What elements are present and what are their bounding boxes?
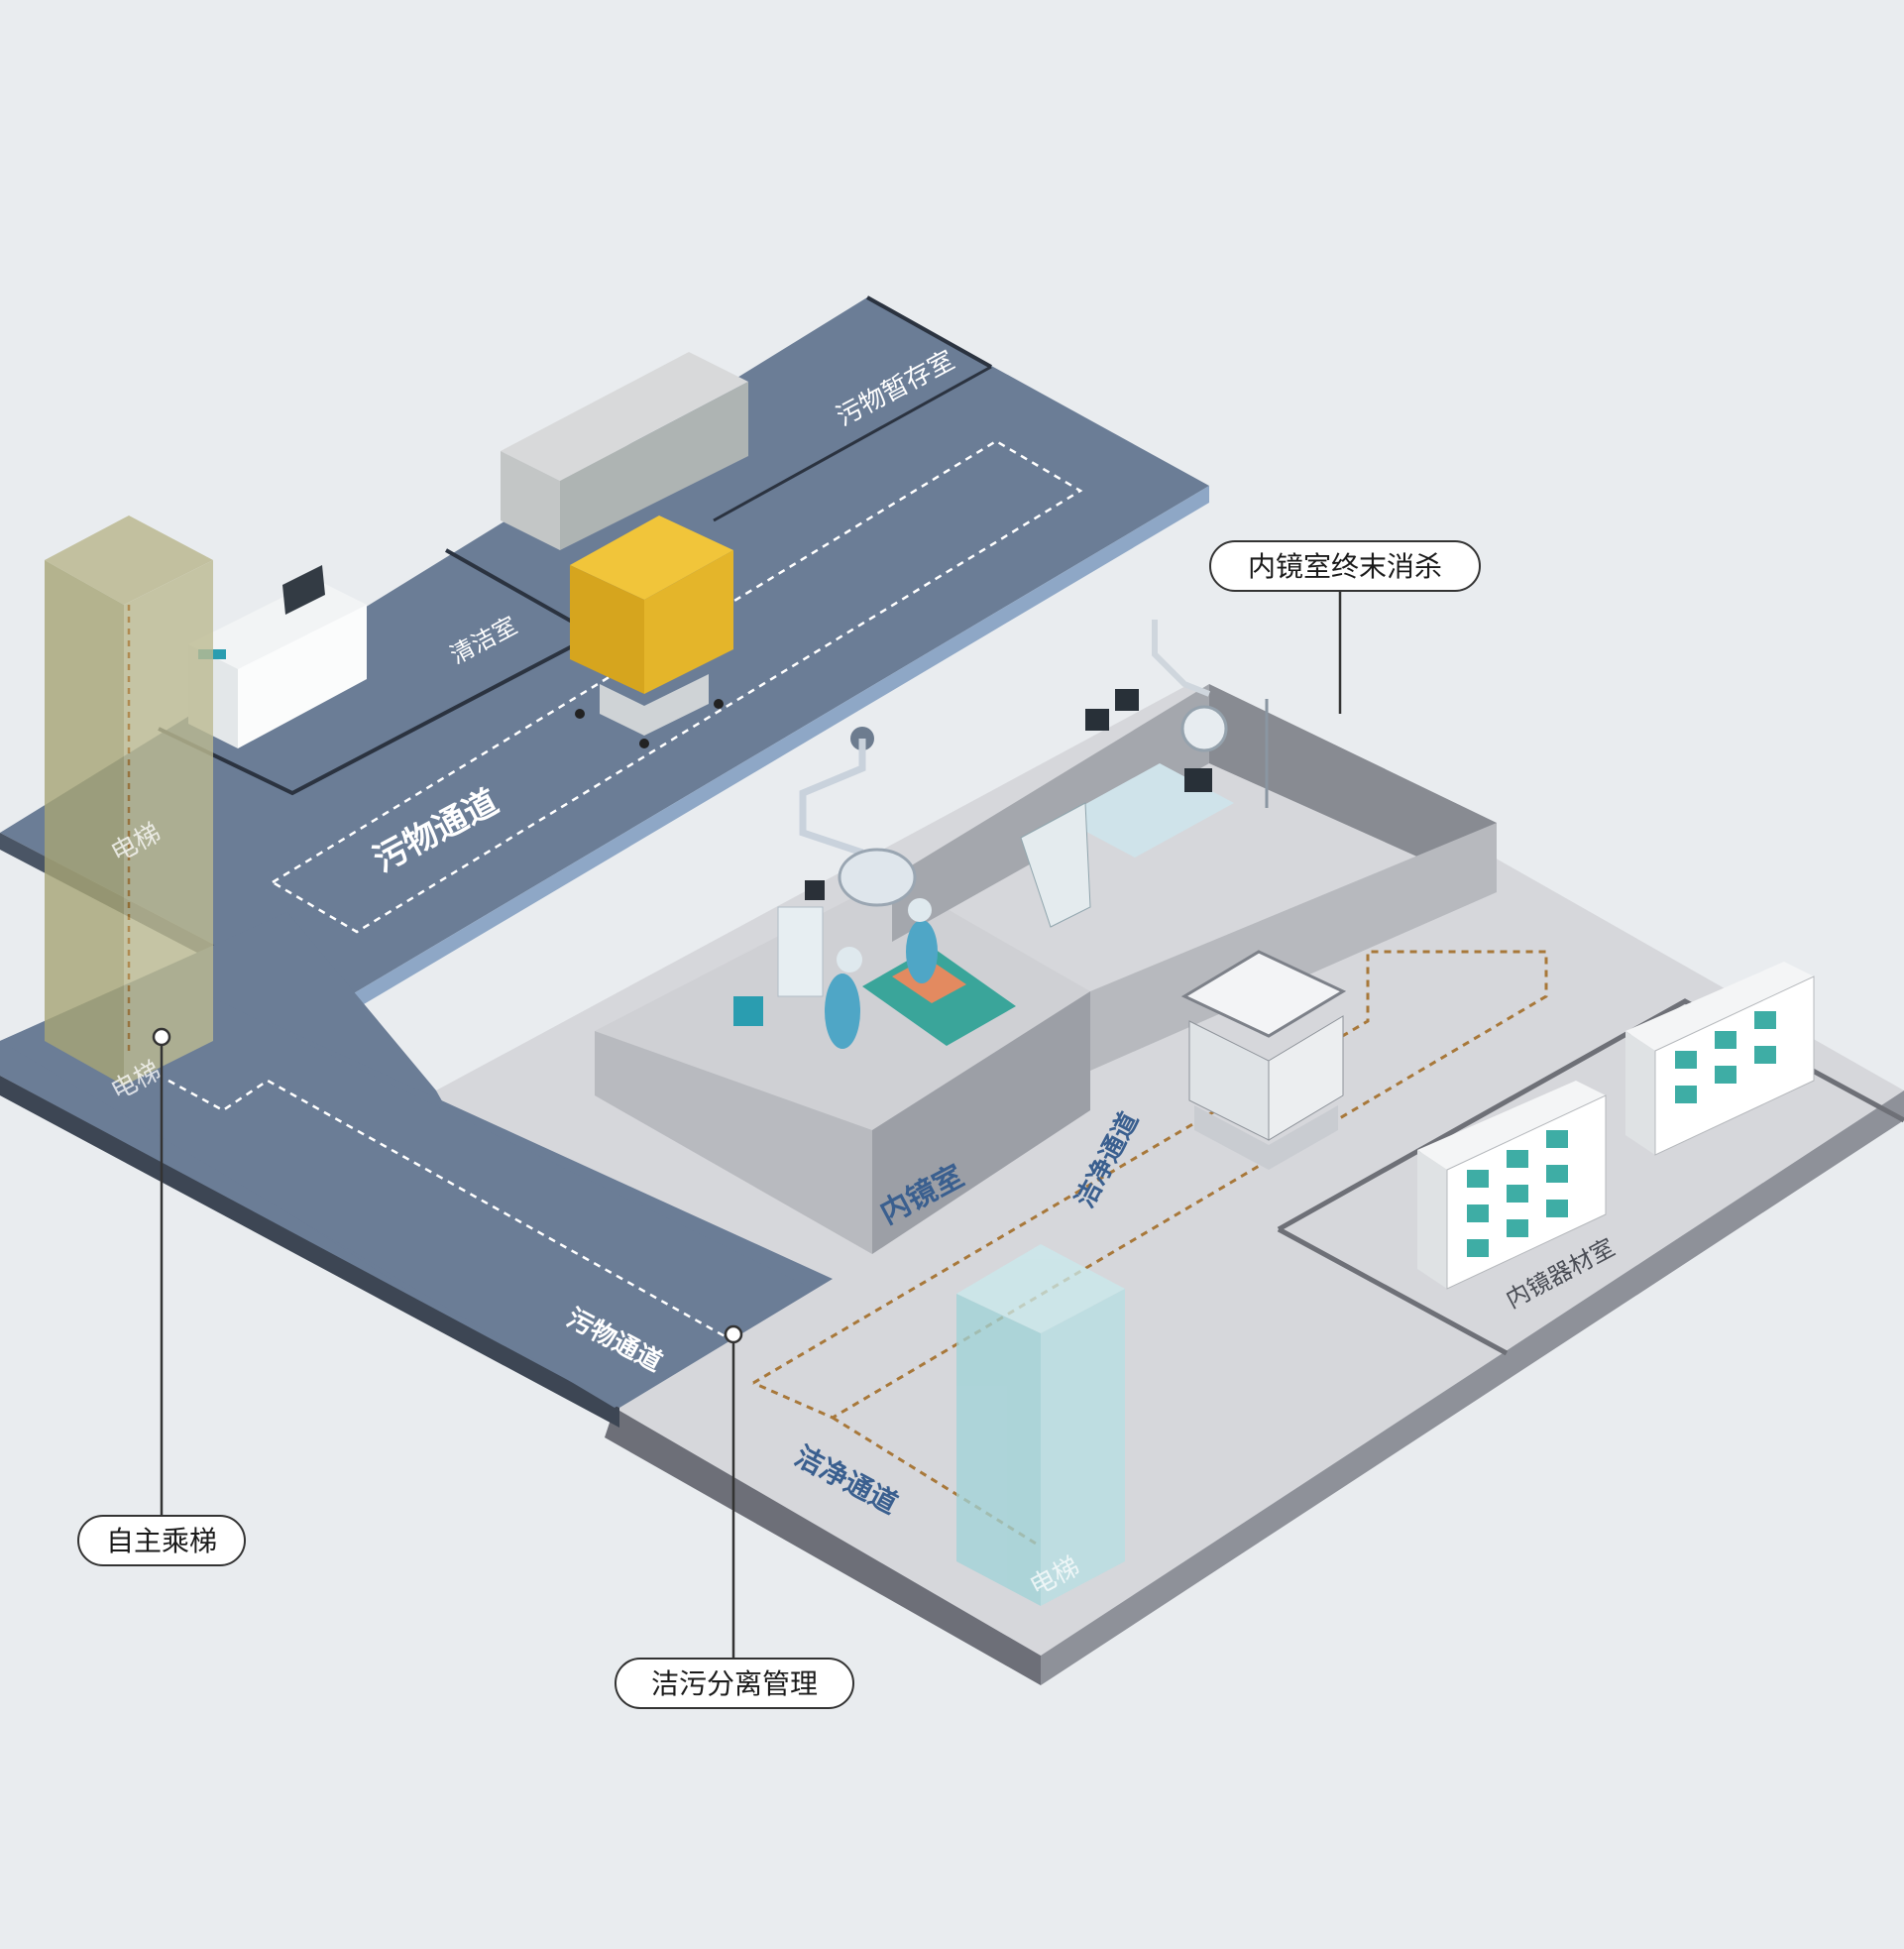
clean-route-lines	[752, 950, 1548, 1548]
transport-robot-dirty	[570, 516, 733, 748]
dirty-storage-cabinets	[501, 352, 748, 550]
elevator-shaft-left	[45, 516, 213, 1086]
medical-staff	[825, 898, 938, 1049]
callout-terminal-disinfection: 内镜室终末消杀	[1209, 540, 1481, 592]
ceiling-lamp	[1152, 620, 1228, 752]
anesthesia-machine	[777, 880, 825, 997]
callout-dot-separation	[724, 1324, 743, 1344]
storage-shelves-1	[1417, 1081, 1607, 1290]
storage-shelves-2	[1625, 962, 1815, 1156]
transport-robot-clean	[1180, 950, 1347, 1170]
callout-leaders	[160, 590, 1342, 1661]
waste-bin	[733, 996, 763, 1026]
callout-autonomous-elevator: 自主乘梯	[77, 1515, 246, 1566]
storage-room-outline	[1277, 998, 1904, 1356]
callout-clean-dirty-separation: 洁污分离管理	[615, 1658, 854, 1709]
callout-dot-elevator	[152, 1027, 171, 1047]
elevator-shaft-clean	[956, 1244, 1125, 1606]
surgical-lamp	[799, 727, 917, 907]
monitors	[1085, 689, 1212, 792]
